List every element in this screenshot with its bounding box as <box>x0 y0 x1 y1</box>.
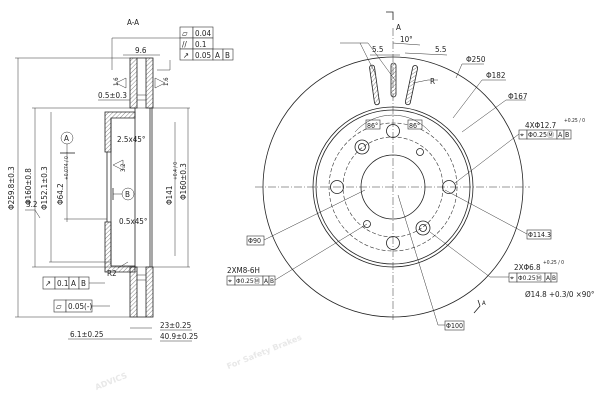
inner-friction-ring-bottom <box>129 266 138 318</box>
dia-64-tol-label: +0.074 / 0 <box>64 156 70 180</box>
0-label: A <box>546 274 550 282</box>
roughness-right-label: 1.6 <box>163 77 170 86</box>
section-title: A-A <box>127 18 139 27</box>
0-label: A <box>215 51 220 60</box>
section-view: A-A ▱ // ↗ 0.04 0.1 0.05 A B <box>7 18 234 342</box>
position-icon: ⌖ <box>228 277 232 285</box>
value-label: 0.04 <box>195 29 211 38</box>
value-label: 0.05(-) <box>68 302 92 311</box>
value-label: Φ0.25Ⓜ <box>518 274 543 282</box>
front-view: A 10° 5.5 5.5 R Φ250 Φ182 Φ167 86° 86° 4… <box>226 11 595 331</box>
wheel-bolt-holes <box>330 124 456 250</box>
dim-409-label: 40.9±0.25 <box>160 332 198 341</box>
dim-offset-label: 0.5±0.3 <box>98 91 127 100</box>
angle-10-label: 10° <box>400 35 413 44</box>
position-icon: ⌖ <box>510 274 514 282</box>
parallelism-icon: // <box>182 40 187 49</box>
dia-outer-label: Φ259.8±0.3 <box>7 166 16 210</box>
value-label: 0.1 <box>57 279 68 288</box>
holes-127-tol-label: +0.25 / 0 <box>564 118 585 124</box>
dia-167-label: Φ167 <box>508 92 527 101</box>
dia-141-tol-label: +0.4 / 0 <box>173 162 179 180</box>
dia-100-label: Φ100 <box>446 322 463 330</box>
1-label: B <box>552 274 556 282</box>
threaded-holes <box>363 148 424 228</box>
roughness-left-label: 1.6 <box>113 77 120 86</box>
flatness-icon: ▱ <box>182 29 188 38</box>
0-label: A <box>71 279 76 288</box>
value-label: 0.05 <box>195 51 211 60</box>
inner-friction-ring-top <box>129 57 138 109</box>
slot-w-left-label: 5.5 <box>372 45 383 54</box>
outer-friction-ring-top <box>145 57 154 109</box>
1-label: B <box>225 51 230 60</box>
holes-68-tol-label: +0.25 / 0 <box>543 260 564 266</box>
dia-141-label: Φ141 <box>165 186 174 205</box>
dim-61-label: 6.1±0.25 <box>70 330 104 339</box>
holes-127-label: 4XΦ12.7 <box>525 121 556 130</box>
tagline-label: For Safety Brakes <box>226 333 304 371</box>
1-label: B <box>565 131 569 139</box>
dia-1143-label: Φ114.3 <box>528 231 551 239</box>
value-label: 0.1 <box>195 40 206 49</box>
dia-182-label: Φ182 <box>486 71 505 80</box>
threads-label: 2XM8-6H <box>227 266 260 275</box>
chamfer-1-label: 2.5x45° <box>117 135 145 144</box>
runout-icon: ↗ <box>45 279 51 288</box>
vent-slots <box>369 62 419 106</box>
dia-90-label: Φ90 <box>248 237 261 245</box>
value-label: Φ0.25Ⓜ <box>236 277 261 285</box>
roughness-hub-label: 3.2 <box>26 200 37 209</box>
holes-68-label: 2XΦ6.8 <box>514 263 541 272</box>
1-label: B <box>270 277 274 285</box>
runout-icon: ↗ <box>183 51 189 60</box>
dia-64-label: Φ64.2 <box>56 183 65 205</box>
roughness-hub-label: 3.2 <box>120 163 127 172</box>
dia-250-label: Φ250 <box>466 55 486 64</box>
dia-152-label: Φ152.1±0.3 <box>40 166 49 210</box>
angle-left-label: 86° <box>367 122 378 130</box>
holes-127-frame: ⌖ Φ0.25Ⓜ A B <box>518 129 572 140</box>
section-mark-label: A <box>396 23 401 32</box>
position-icon: ⌖ <box>520 131 524 139</box>
countersink-label: Ø14.8 +0.3/0 ×90° <box>525 289 595 299</box>
hat-top <box>104 111 136 153</box>
section-mark-label: A <box>482 300 486 307</box>
value-label: Φ0.25Ⓜ <box>528 131 554 139</box>
datum-a: A <box>64 134 69 143</box>
0-label: A <box>264 277 268 285</box>
0-label: A <box>558 131 563 139</box>
dim-23-label: 23±0.25 <box>160 321 191 330</box>
radius-label: R2 <box>107 269 117 278</box>
radius-label: R <box>430 77 435 86</box>
outer-friction-ring-bottom <box>145 266 154 318</box>
brand-label: ADVICS <box>94 371 129 392</box>
threads-frame: ⌖ Φ0.25Ⓜ A B <box>226 275 276 286</box>
runout-frame: ↗ 0.1 A B <box>42 276 105 290</box>
dia-160b-label: Φ160±0.3 <box>179 163 188 200</box>
chamfer-2-label: 0.5x45° <box>119 217 147 226</box>
flatness-frame: ▱ 0.05(-) <box>53 299 110 313</box>
tolerance-frame-top: ▱ // ↗ 0.04 0.1 0.05 A B <box>111 26 234 71</box>
locating-holes <box>354 139 431 236</box>
slot-w-right-label: 5.5 <box>435 45 446 54</box>
watermark-logo: ADVICS For Safety Brakes <box>94 333 304 392</box>
hat-bottom <box>104 221 136 273</box>
dia-160-label: Φ160±0.8 <box>24 168 33 205</box>
datum-b: B <box>125 190 130 199</box>
holes-68-frame: ⌖ Φ0.25Ⓜ A B <box>508 272 558 283</box>
angle-right-label: 86° <box>409 122 420 130</box>
dim-thickness-top-label: 9.6 <box>135 46 147 55</box>
1-label: B <box>81 279 86 288</box>
flatness-icon: ▱ <box>56 302 62 311</box>
